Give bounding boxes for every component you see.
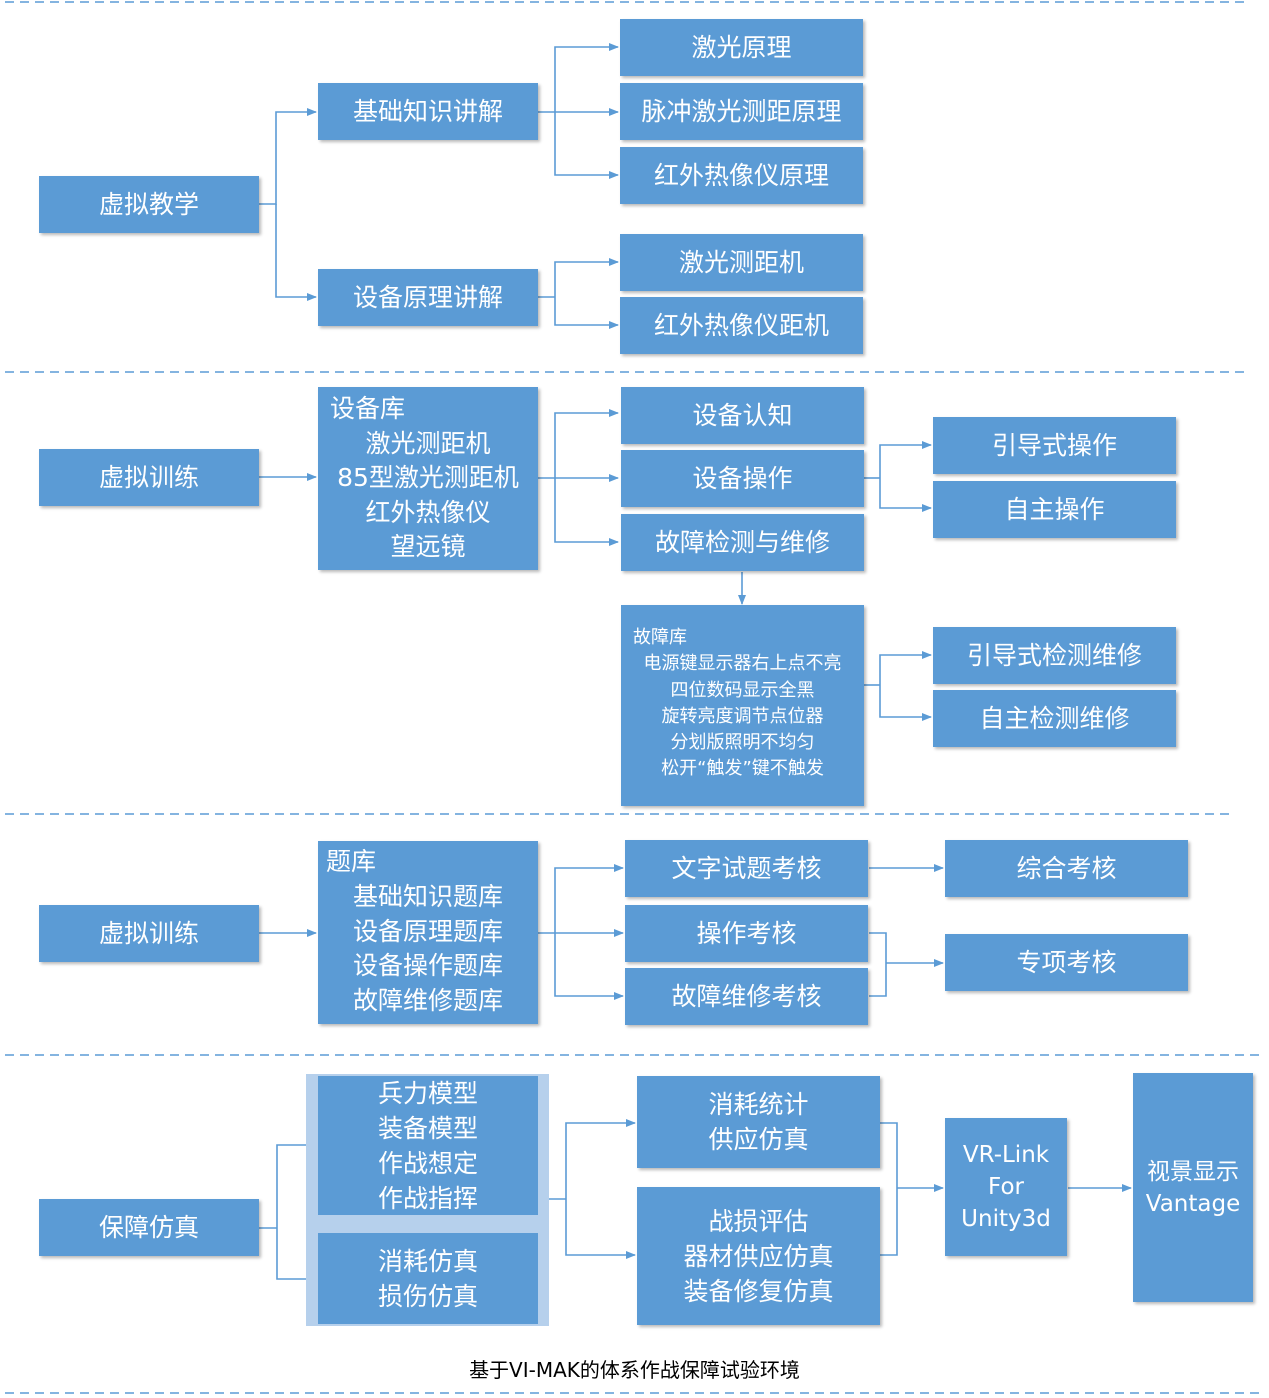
fault-library-item: 电源键显示器右上点不亮: [643, 653, 842, 675]
question-bank-item: 基础知识题库: [352, 881, 503, 911]
infrared-imager-node: 红外热像仪距机: [620, 297, 863, 354]
consumption-stat-node: 消耗统计 供应仿真: [637, 1076, 880, 1168]
section-dividers: [5, 1, 1265, 1394]
equipment-library-item: 红外热像仪: [365, 497, 491, 527]
pulse-laser-ranging-node: 脉冲激光测距原理: [620, 83, 863, 140]
equipment-library-title: 设备库: [330, 394, 406, 423]
fault-library-item: 旋转亮度调节点位器: [661, 705, 824, 727]
vantage-display-node: 视景显示 Vantage: [1133, 1073, 1253, 1302]
fault-detect-repair-node: 故障检测与维修: [621, 514, 864, 571]
model-item: 作战指挥: [377, 1183, 478, 1213]
virtual-training-exam-node: 虚拟训练: [39, 905, 259, 962]
equipment-library-item: 85型激光测距机: [337, 463, 519, 492]
equipment-library-item: 望远镜: [390, 532, 466, 561]
laser-principle-node: 激光原理: [620, 19, 863, 76]
self-repair-node: 自主检测维修: [933, 690, 1176, 747]
self-operation-node: 自主操作: [933, 481, 1176, 538]
vr-link-node: VR-Link For Unity3d: [945, 1118, 1067, 1256]
model-item: 装备模型: [377, 1113, 478, 1143]
support-simulation-node: 保障仿真: [39, 1199, 259, 1256]
model-item: 兵力模型: [377, 1078, 478, 1108]
consumption-item: 供应仿真: [708, 1125, 809, 1154]
equipment-principle-node: 设备原理讲解: [318, 269, 538, 326]
damage-item: 装备修复仿真: [683, 1276, 834, 1306]
fault-library-item: 分划版照明不均匀: [670, 732, 815, 754]
consumption-item: 消耗统计: [708, 1090, 809, 1119]
vr-link-line: For: [988, 1174, 1024, 1200]
model-item: 作战想定: [377, 1148, 478, 1178]
text-exam-node: 文字试题考核: [625, 840, 868, 897]
guided-operation-node: 引导式操作: [933, 417, 1176, 474]
question-bank-title: 题库: [326, 847, 377, 876]
basic-knowledge-node: 基础知识讲解: [318, 83, 538, 140]
vantage-line: 视景显示: [1147, 1159, 1239, 1185]
fault-library-item: 松开“触发”键不触发: [661, 758, 824, 780]
simulation-list-node: 消耗仿真 损伤仿真: [318, 1233, 538, 1324]
simulation-item: 损伤仿真: [377, 1281, 478, 1311]
guided-repair-node: 引导式检测维修: [933, 627, 1176, 684]
virtual-teaching-node: 虚拟教学: [39, 176, 259, 233]
vantage-line: Vantage: [1145, 1191, 1241, 1217]
model-list-node: 兵力模型 装备模型 作战想定 作战指挥: [318, 1076, 538, 1215]
fault-library-item: 四位数码显示全黑: [670, 679, 815, 701]
vr-link-line: Unity3d: [961, 1206, 1051, 1232]
question-bank-node: 题库 基础知识题库 设备原理题库 设备操作题库 故障维修题库: [318, 841, 538, 1024]
fault-library-node: 故障库 电源键显示器右上点不亮 四位数码显示全黑 旋转亮度调节点位器 分划版照明…: [621, 605, 864, 806]
connectors: [259, 43, 1132, 1283]
damage-assessment-node: 战损评估 器材供应仿真 装备修复仿真: [637, 1187, 880, 1325]
infrared-imager-principle-node: 红外热像仪原理: [620, 147, 863, 204]
vr-link-line: VR-Link: [962, 1142, 1050, 1168]
equipment-operation-node: 设备操作: [621, 450, 864, 507]
question-bank-item: 故障维修题库: [352, 986, 503, 1016]
laser-rangefinder-node: 激光测距机: [620, 234, 863, 291]
repair-exam-node: 故障维修考核: [625, 968, 868, 1025]
virtual-training-node: 虚拟训练: [39, 449, 259, 506]
question-bank-item: 设备原理题库: [352, 916, 503, 946]
equipment-recognition-node: 设备认知: [621, 387, 864, 444]
damage-item: 战损评估: [708, 1206, 809, 1236]
operation-exam-node: 操作考核: [625, 905, 868, 962]
comprehensive-exam-node: 综合考核: [945, 840, 1188, 897]
equipment-library-item: 激光测距机: [365, 428, 491, 458]
equipment-library-node: 设备库 激光测距机 85型激光测距机 红外热像仪 望远镜: [318, 387, 538, 570]
figure-caption: 基于VI-MAK的体系作战保障试验环境: [469, 1358, 800, 1382]
fault-library-title: 故障库: [633, 627, 687, 648]
simulation-item: 消耗仿真: [377, 1246, 478, 1276]
question-bank-item: 设备操作题库: [352, 951, 503, 981]
special-exam-node: 专项考核: [945, 934, 1188, 991]
damage-item: 器材供应仿真: [683, 1241, 834, 1271]
